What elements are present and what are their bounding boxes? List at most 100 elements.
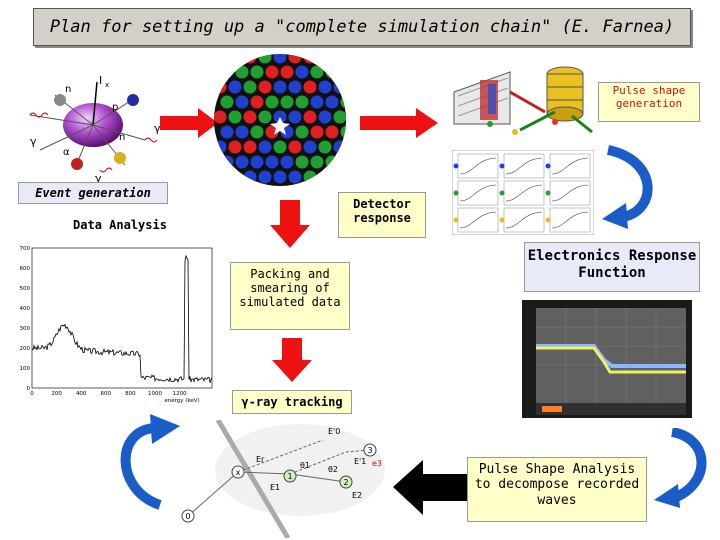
detector-cell <box>243 50 257 64</box>
detector-cell <box>318 50 332 64</box>
detector-cell <box>213 80 227 94</box>
detector-cell <box>288 170 302 184</box>
svg-text:n: n <box>119 132 125 143</box>
detector-cell <box>295 155 309 169</box>
blue-arrow-top-right <box>598 145 658 230</box>
blue-arrow-bottom-left <box>120 410 185 510</box>
svg-text:e3: e3 <box>372 459 382 468</box>
pulse-dot <box>454 191 459 196</box>
detector-cell <box>280 155 294 169</box>
detector-response-label: Detector response <box>338 192 426 238</box>
pulse-dot <box>500 164 505 169</box>
detector-cell <box>310 95 324 109</box>
pulse-dot <box>546 164 551 169</box>
detector-cell <box>340 65 350 79</box>
svg-text:0: 0 <box>185 512 190 521</box>
detector-cell <box>258 110 272 124</box>
detector-cell <box>333 80 347 94</box>
arrow-to-pulse-shape <box>360 108 440 138</box>
detector-cell <box>228 80 242 94</box>
svg-text:E'0: E'0 <box>328 427 340 436</box>
detector-cell <box>325 65 339 79</box>
detector-cell <box>318 80 332 94</box>
spectrum-ytick: 400 <box>20 306 31 312</box>
spectrum-xtick: 0 <box>30 391 34 397</box>
spectrum-ytick: 500 <box>20 286 31 292</box>
detector-cell <box>228 110 242 124</box>
detector-cell <box>258 50 272 64</box>
pulse-panel <box>458 208 498 232</box>
detector-cell <box>295 65 309 79</box>
detector-cell <box>265 95 279 109</box>
detector-cell <box>243 80 257 94</box>
detector-cell <box>303 170 317 184</box>
page-title: Plan for setting up a "complete simulati… <box>50 17 674 37</box>
pulse-panel <box>504 208 544 232</box>
pulse-shape-generation-label: Pulse shape generation <box>598 82 700 122</box>
pulse-shape-panels <box>452 150 594 235</box>
detector-cell <box>220 155 234 169</box>
detector-cell <box>243 170 257 184</box>
detector-cell <box>310 125 324 139</box>
detector-cell <box>310 155 324 169</box>
spectrum-xtick: 600 <box>101 391 112 397</box>
detector-cell <box>250 155 264 169</box>
detector-cell <box>280 65 294 79</box>
detector-cell <box>258 140 272 154</box>
spectrum-xtick: 1000 <box>148 391 162 397</box>
blue-arrow-bottom-right <box>650 428 710 508</box>
spectrum-ytick: 200 <box>20 346 31 352</box>
pulse-dot <box>454 164 459 169</box>
detector-cell <box>220 65 234 79</box>
detector-cell <box>273 140 287 154</box>
spectrum-xtick: 400 <box>76 391 87 397</box>
gamma-tracking-label: γ-ray tracking <box>232 390 352 414</box>
detector-cell <box>325 125 339 139</box>
detector-cell <box>273 80 287 94</box>
pulse-panel <box>550 154 590 178</box>
detector-cell <box>303 140 317 154</box>
svg-text:γ: γ <box>30 135 37 148</box>
detector-cell <box>213 170 227 184</box>
pulse-dot <box>500 191 505 196</box>
spectrum-xlabel: energy (keV) <box>164 398 199 404</box>
detector-cell <box>333 50 347 64</box>
spectrum-xtick: 1200 <box>173 391 187 397</box>
pulse-panel <box>458 181 498 205</box>
spectrum-ytick: 300 <box>20 326 31 332</box>
title-bar: Plan for setting up a "complete simulati… <box>33 8 691 46</box>
oscilloscope-screen <box>522 300 692 418</box>
detector-cell <box>250 125 264 139</box>
arrow-to-packing <box>270 200 310 250</box>
svg-text:E2: E2 <box>352 491 362 500</box>
detector-cell <box>288 80 302 94</box>
svg-text:p: p <box>112 102 118 113</box>
svg-text:x: x <box>105 81 109 89</box>
electronics-response-label: Electronics Response Function <box>524 242 700 292</box>
detector-cell <box>228 170 242 184</box>
detector-cell <box>220 95 234 109</box>
spectrum-xtick: 200 <box>51 391 62 397</box>
detector-cell <box>325 95 339 109</box>
crystal-segmentation <box>450 62 595 137</box>
svg-text:3: 3 <box>367 446 372 455</box>
pulse-panel <box>550 181 590 205</box>
pulse-dot <box>454 218 459 223</box>
detector-cell <box>235 65 249 79</box>
detector-cell <box>340 155 350 169</box>
detector-cell <box>333 140 347 154</box>
detector-cell <box>228 50 242 64</box>
detector-cell <box>310 65 324 79</box>
pulse-panel <box>550 208 590 232</box>
detector-cell <box>295 125 309 139</box>
detector-cell <box>220 125 234 139</box>
svg-text:n: n <box>65 84 71 95</box>
detector-cell <box>265 65 279 79</box>
detector-cell <box>303 80 317 94</box>
svg-text:θ1: θ1 <box>300 461 310 470</box>
arrow-to-tracking <box>272 338 312 383</box>
detector-cell <box>288 50 302 64</box>
detector-cell <box>258 80 272 94</box>
spectrum-xtick: 800 <box>125 391 136 397</box>
detector-cell <box>318 140 332 154</box>
